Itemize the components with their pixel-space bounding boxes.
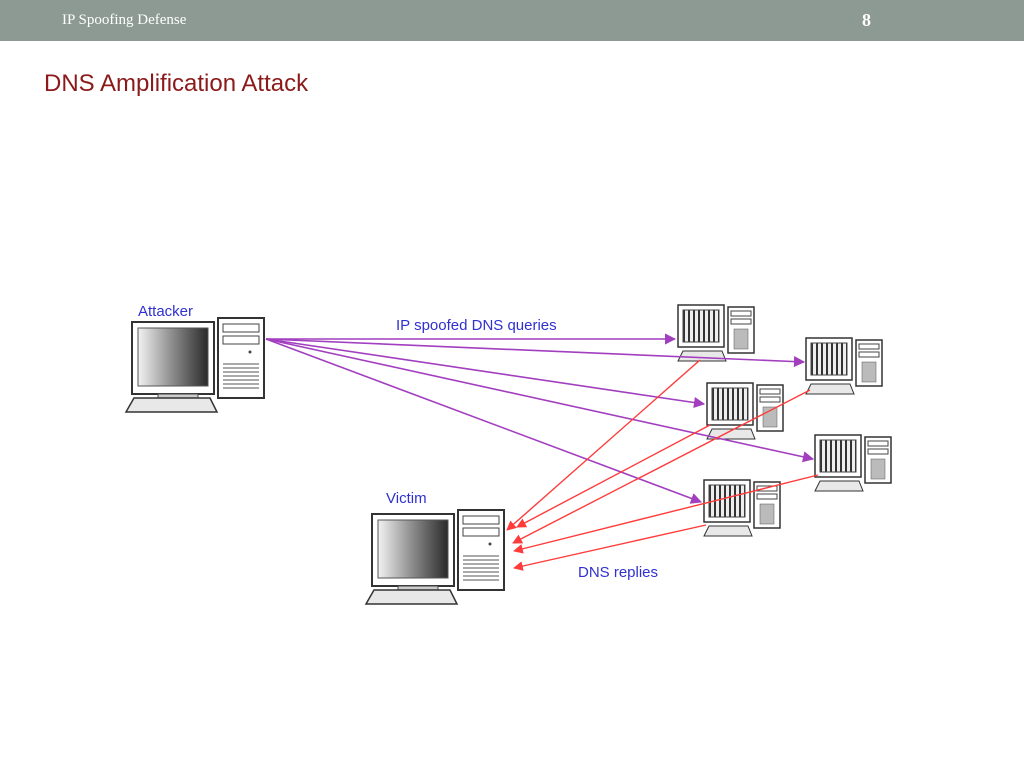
victim-label: Victim xyxy=(386,490,427,507)
attacker-label: Attacker xyxy=(138,303,193,320)
reply-arrow-3 xyxy=(516,424,711,528)
header-bar: IP Spoofing Defense 8 xyxy=(0,0,1024,41)
victim-computer-icon xyxy=(364,509,505,605)
dns-server-icon-4 xyxy=(814,434,892,492)
queries-label: IP spoofed DNS queries xyxy=(396,317,557,334)
header-title: IP Spoofing Defense xyxy=(62,12,187,28)
replies-label: DNS replies xyxy=(578,564,658,581)
reply-arrow-4 xyxy=(513,474,819,554)
reply-arrow-1 xyxy=(506,359,701,531)
query-arrow-5 xyxy=(265,338,703,504)
reply-arrow-2 xyxy=(512,389,811,544)
query-arrow-2 xyxy=(265,338,806,368)
query-arrow-3 xyxy=(265,338,706,409)
dns-server-icon-3 xyxy=(706,382,784,440)
query-arrow-4 xyxy=(265,338,815,463)
page-number: 8 xyxy=(862,10,871,30)
dns-server-icon-5 xyxy=(703,479,781,537)
reply-arrow-5 xyxy=(513,524,707,571)
dns-server-icon-2 xyxy=(805,337,883,395)
attacker-computer-icon xyxy=(124,317,265,413)
slide-title: DNS Amplification Attack xyxy=(44,70,309,97)
dns-server-icon-1 xyxy=(677,304,755,362)
